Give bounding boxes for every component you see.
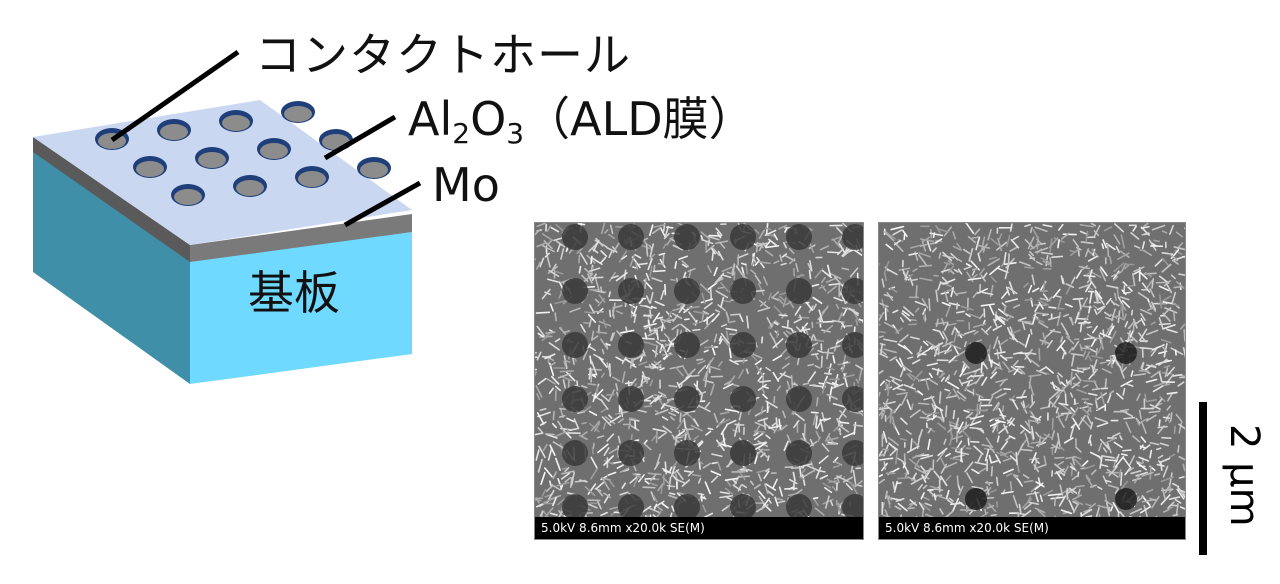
sem-hole: [562, 386, 588, 412]
mo-label: Mo: [432, 158, 500, 212]
sem-hole: [730, 440, 756, 466]
sem-hole: [618, 278, 644, 304]
sem-background: [535, 223, 863, 517]
leader-line-mo: [343, 180, 422, 228]
sem-hole: [618, 224, 644, 250]
sem-hole: [965, 488, 987, 510]
sem-hole: [786, 440, 812, 466]
sem-hole: [674, 278, 700, 304]
sem-hole: [965, 342, 987, 364]
sem-hole: [562, 440, 588, 466]
sem-hole: [842, 440, 863, 466]
sem-hole: [618, 332, 644, 358]
contact-hole-floor: [298, 171, 326, 187]
sem-hole: [842, 278, 863, 304]
substrate-label: 基板: [248, 266, 340, 320]
sem-hole: [674, 386, 700, 412]
sem-hole: [674, 494, 700, 517]
sem-hole: [730, 332, 756, 358]
sem-hole: [786, 386, 812, 412]
al2o3-label: Al2O3（ALD膜）: [408, 92, 755, 150]
contact-hole-floor: [174, 189, 202, 205]
contact-hole-floor: [360, 162, 388, 178]
sem-hole: [562, 494, 588, 517]
scale-bar-label: 2 µm: [1221, 424, 1267, 527]
contact-hole-floor: [136, 161, 164, 177]
contact-hole-floor: [284, 106, 312, 122]
sem-hole: [730, 386, 756, 412]
sem-hole: [786, 224, 812, 250]
sem-hole: [1115, 488, 1137, 510]
sem-hole: [786, 494, 812, 517]
sem-hole: [674, 440, 700, 466]
sem-hole: [842, 386, 863, 412]
sem-caption: 5.0kV 8.6mm x20.0k SE(M): [879, 517, 1185, 539]
scale-bar: [1199, 402, 1207, 555]
sem-hole: [786, 332, 812, 358]
contact-hole-floor: [198, 152, 226, 168]
mo-layer-side: [33, 137, 190, 262]
layer-stack-diagram: [33, 49, 422, 384]
sem-hole: [842, 494, 863, 517]
leader-line-contact-hole: [110, 49, 240, 143]
sem-grain-texture: [879, 223, 1185, 517]
contact-hole-floor: [222, 115, 250, 131]
sem-hole: [618, 386, 644, 412]
sem-hole: [674, 332, 700, 358]
sem-hole: [562, 278, 588, 304]
sem-caption: 5.0kV 8.6mm x20.0k SE(M): [535, 517, 863, 539]
contact-hole-floor: [260, 143, 288, 159]
sem-hole: [618, 494, 644, 517]
sem-hole: [730, 494, 756, 517]
sem-hole: [842, 224, 863, 250]
leader-line-al2o3: [323, 114, 397, 161]
sem-hole: [674, 224, 700, 250]
sem-hole: [562, 332, 588, 358]
sem-image-dense-holes: 5.0kV 8.6mm x20.0k SE(M): [534, 222, 864, 540]
mo-layer-front: [190, 214, 412, 262]
sem-hole: [842, 332, 863, 358]
substrate-front-face: [190, 232, 412, 384]
contact-hole-floor: [236, 180, 264, 196]
sem-hole: [562, 224, 588, 250]
substrate-side-face: [33, 150, 190, 384]
sem-hole: [618, 440, 644, 466]
sem-hole: [730, 278, 756, 304]
sem-image-sparse-holes: 5.0kV 8.6mm x20.0k SE(M): [878, 222, 1186, 540]
sem-hole: [1115, 342, 1137, 364]
sem-hole: [730, 224, 756, 250]
contact-hole-floor: [160, 124, 188, 140]
contact-hole-label: コンタクトホール: [255, 28, 631, 82]
sem-hole: [786, 278, 812, 304]
